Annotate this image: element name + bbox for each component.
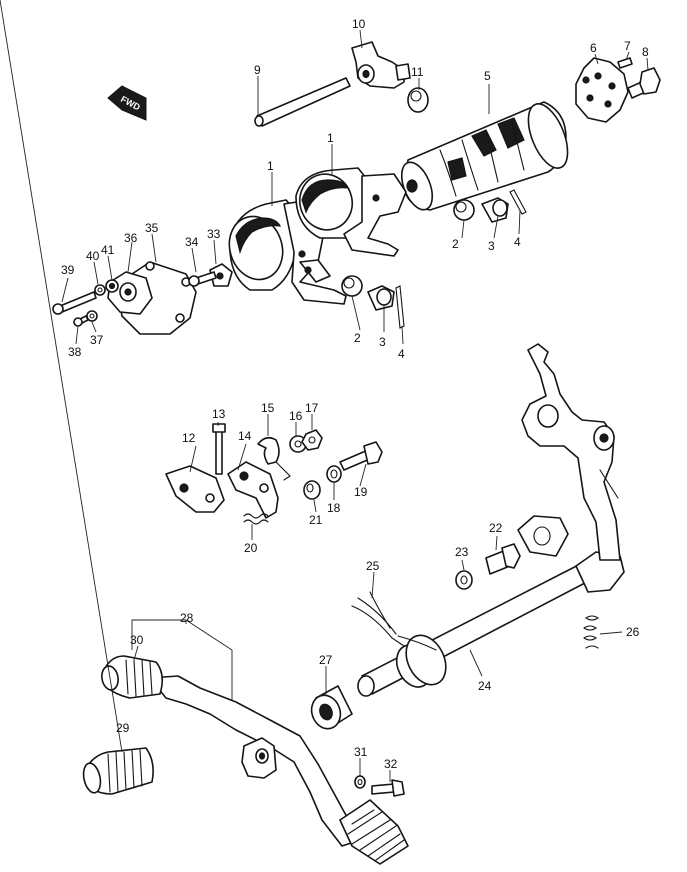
part-4-cotter-pin-upper	[509, 189, 527, 215]
callout-40: 40	[86, 249, 100, 263]
part-37-washer	[86, 310, 98, 322]
part-2-guide-roller-lower	[341, 275, 363, 297]
part-36-plate	[107, 271, 153, 315]
callout-16: 16	[289, 409, 303, 423]
part-13-bolt	[212, 423, 226, 475]
callout-19: 19	[354, 485, 368, 499]
callout-29: 29	[116, 721, 130, 735]
part-32-bolt	[371, 779, 405, 797]
callout-labels: 1 1 2 2 3 3 4 4 5 6 7 8 9 10 11 12 13 14…	[61, 17, 649, 771]
callout-35: 35	[145, 221, 159, 235]
callout-2a: 2	[452, 237, 459, 251]
callout-38: 38	[68, 345, 82, 359]
part-19-bolt	[339, 441, 383, 471]
callout-17: 17	[305, 401, 319, 415]
part-21-collar	[303, 480, 321, 500]
part-31-washer	[354, 775, 366, 789]
part-41-oil-seal	[105, 279, 119, 293]
part-28-gearshift-lever	[149, 675, 409, 865]
part-12-shift-plate	[165, 465, 225, 513]
part-18-washer	[326, 465, 342, 483]
part-23-washer	[455, 570, 473, 590]
callout-36: 36	[124, 231, 138, 245]
part-25-return-spring	[351, 591, 437, 651]
callout-28: 28	[180, 611, 194, 625]
callout-15: 15	[261, 401, 275, 415]
callout-25: 25	[366, 559, 380, 573]
part-1-shift-fork-front	[228, 197, 347, 305]
part-7-pin	[617, 57, 633, 69]
callout-33: 33	[207, 227, 221, 241]
part-15-spring-pin	[257, 436, 291, 481]
callout-32: 32	[384, 757, 398, 771]
part-20-spring	[243, 513, 269, 525]
callout-12: 12	[182, 431, 196, 445]
callout-8: 8	[642, 45, 649, 59]
part-8-bolt	[627, 67, 661, 99]
callout-5: 5	[484, 69, 491, 83]
callout-41: 41	[101, 243, 115, 257]
callout-27: 27	[319, 653, 333, 667]
callout-3a: 3	[488, 239, 495, 253]
callout-7: 7	[624, 39, 631, 53]
part-3-guide-pin-lower	[367, 285, 395, 311]
part-17-nut	[301, 429, 323, 451]
part-3-guide-pin-upper	[481, 197, 509, 223]
callout-26: 26	[626, 625, 640, 639]
callout-31: 31	[354, 745, 368, 759]
callout-13: 13	[212, 407, 226, 421]
callout-18: 18	[327, 501, 341, 515]
callout-20: 20	[244, 541, 258, 555]
part-30-lever-rubber	[101, 655, 164, 699]
callout-23: 23	[455, 545, 469, 559]
callout-22: 22	[489, 521, 503, 535]
part-4-cotter-pin-lower	[395, 285, 405, 329]
part-11-roller	[407, 87, 429, 113]
callout-37: 37	[90, 333, 104, 347]
part-33-washer	[209, 263, 233, 287]
callout-1a: 1	[267, 159, 274, 173]
leader-lines	[0, 0, 649, 782]
part-5-shift-drum	[400, 101, 569, 211]
callout-4a: 4	[514, 235, 521, 249]
part-29-footrest-rubber	[82, 747, 154, 795]
part-14-shift-pawl	[227, 461, 279, 519]
callout-10: 10	[352, 17, 366, 31]
callout-24: 24	[478, 679, 492, 693]
callout-4b: 4	[398, 347, 405, 361]
part-2-guide-roller-upper	[453, 199, 475, 221]
callout-30: 30	[130, 633, 144, 647]
part-16-washer	[289, 435, 307, 453]
callout-9: 9	[254, 63, 261, 77]
part-39-bolt	[52, 291, 97, 315]
callout-21: 21	[309, 513, 323, 527]
part-40-washer	[94, 284, 106, 296]
callout-11: 11	[411, 65, 424, 79]
callout-34: 34	[185, 235, 199, 249]
part-38-screw	[73, 315, 89, 327]
callout-14: 14	[238, 429, 252, 443]
part-26-spring	[583, 615, 599, 649]
part-22-stopper-bolt	[485, 543, 521, 575]
part-1-shift-fork-rear	[295, 167, 407, 257]
callout-39: 39	[61, 263, 75, 277]
part-34-screw	[188, 271, 217, 287]
part-6-cam-driven-gear	[575, 57, 629, 123]
callout-6: 6	[590, 41, 597, 55]
part-27-oil-seal	[310, 685, 353, 730]
part-24-gearshift-shaft	[357, 343, 625, 697]
part-9-fork-shaft	[254, 77, 351, 127]
callout-2b: 2	[354, 331, 361, 345]
callout-3b: 3	[379, 335, 386, 349]
callout-1b: 1	[327, 131, 334, 145]
fwd-arrow: FWD	[107, 85, 147, 121]
part-10-cam-stopper	[351, 41, 411, 89]
